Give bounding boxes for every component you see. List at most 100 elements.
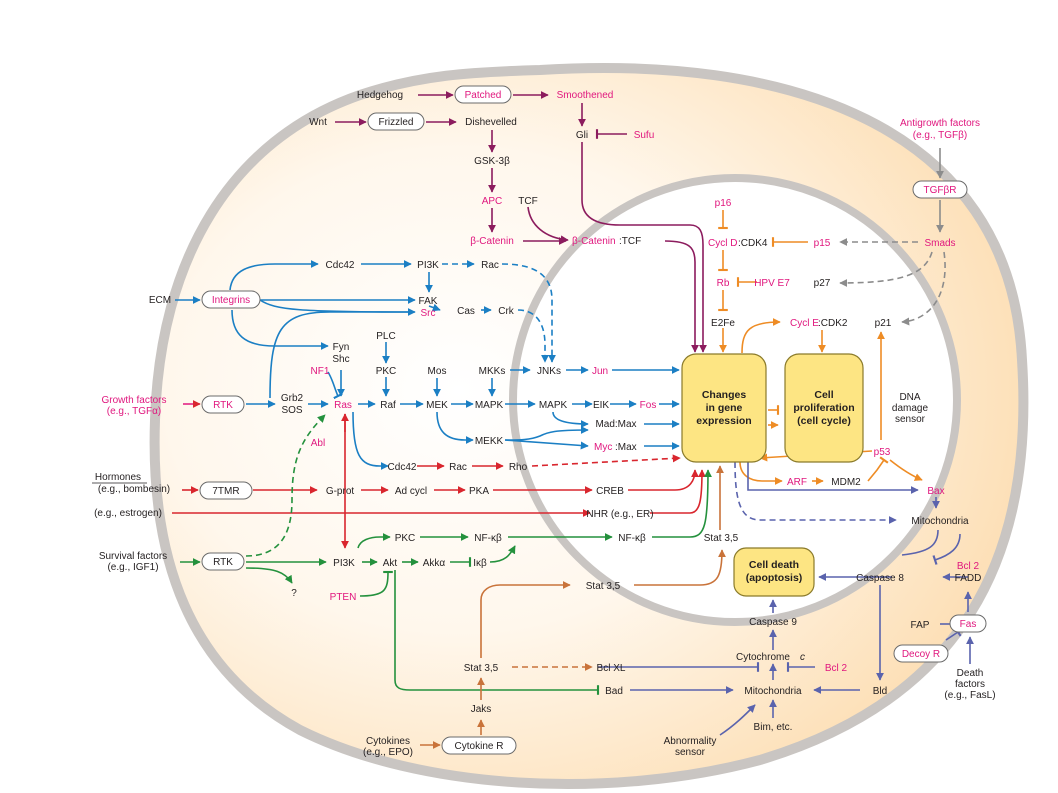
svg-text:G-prot: G-prot <box>326 486 355 497</box>
svg-text:Caspase 9: Caspase 9 <box>749 617 797 628</box>
svg-text:MKKs: MKKs <box>479 366 506 377</box>
svg-text:(cell cycle): (cell cycle) <box>797 415 851 427</box>
svg-text:p27: p27 <box>814 278 831 289</box>
svg-text:Antigrowth factors: Antigrowth factors <box>900 118 980 129</box>
svg-text:Mos: Mos <box>428 366 447 377</box>
rtk2-pill <box>201 552 245 571</box>
svg-text:APC: APC <box>482 196 503 207</box>
svg-text:Cdc42: Cdc42 <box>388 462 417 473</box>
cell-proliferation-box: Cell proliferation (cell cycle) <box>784 353 864 463</box>
svg-text:JNKs: JNKs <box>537 366 561 377</box>
svg-text:NHR (e.g., ER): NHR (e.g., ER) <box>586 509 653 520</box>
svg-text:Akkα: Akkα <box>423 558 446 569</box>
svg-text:Fos: Fos <box>640 400 657 411</box>
svg-text:Wnt: Wnt <box>309 117 327 128</box>
svg-text:7TMR: 7TMR <box>212 486 239 497</box>
svg-text:Bcl 2: Bcl 2 <box>957 561 980 572</box>
svg-text:FAK: FAK <box>419 296 438 307</box>
svg-text:c: c <box>800 652 805 663</box>
svg-text:FADD: FADD <box>955 573 982 584</box>
svg-text:Myc: Myc <box>594 442 612 453</box>
svg-text:(e.g., TGFβ): (e.g., TGFβ) <box>913 130 967 141</box>
svg-text:Rac: Rac <box>481 260 499 271</box>
svg-text:(e.g., FasL): (e.g., FasL) <box>944 690 995 701</box>
svg-text:Survival factors: Survival factors <box>99 551 167 562</box>
svg-text:MEK: MEK <box>426 400 448 411</box>
svg-text:Bax: Bax <box>927 486 944 497</box>
svg-text:Rb: Rb <box>717 278 730 289</box>
svg-text:Hedgehog: Hedgehog <box>357 90 403 101</box>
svg-text:Crk: Crk <box>498 306 515 317</box>
integrins-pill <box>201 290 261 309</box>
svg-text:p21: p21 <box>875 318 892 329</box>
svg-text:sensor: sensor <box>675 747 706 758</box>
svg-text:MAPK: MAPK <box>539 400 568 411</box>
svg-text:Frizzled: Frizzled <box>378 117 413 128</box>
svg-text:Cycl E: Cycl E <box>790 318 819 329</box>
svg-text:Smads: Smads <box>924 238 955 249</box>
svg-text:Bld: Bld <box>873 686 887 697</box>
svg-text:Cell death: Cell death <box>749 559 799 571</box>
svg-text:Stat 3,5: Stat 3,5 <box>464 663 499 674</box>
svg-text:RTK: RTK <box>213 400 233 411</box>
svg-text:Cytochrome: Cytochrome <box>736 652 790 663</box>
svg-text:EIK: EIK <box>593 400 609 411</box>
svg-text:Bim, etc.: Bim, etc. <box>754 722 793 733</box>
svg-text::CDK2: :CDK2 <box>818 318 848 329</box>
svg-text:Akt: Akt <box>383 558 398 569</box>
svg-text:Raf: Raf <box>380 400 396 411</box>
svg-text:Ras: Ras <box>334 400 352 411</box>
svg-text:DNA: DNA <box>899 392 920 403</box>
svg-text:β-Catenin: β-Catenin <box>572 236 616 247</box>
svg-text:?: ? <box>291 588 297 599</box>
tgfbr-pill <box>912 180 968 199</box>
svg-text:ECM: ECM <box>149 295 171 306</box>
svg-text::Max: :Max <box>615 442 637 453</box>
svg-text:Patched: Patched <box>465 90 502 101</box>
svg-text:RTK: RTK <box>213 557 233 568</box>
decoy-pill <box>893 644 949 663</box>
svg-text:Cytokine R: Cytokine R <box>455 741 504 752</box>
svg-text:Caspase 8: Caspase 8 <box>856 573 904 584</box>
svg-text:CREB: CREB <box>596 486 624 497</box>
svg-text:Stat 3,5: Stat 3,5 <box>704 533 739 544</box>
svg-text:Src: Src <box>421 308 436 319</box>
svg-text:Bcl 2: Bcl 2 <box>825 663 848 674</box>
gene-expression-box: Changes in gene expression <box>681 353 767 463</box>
cytokine-r-pill <box>441 736 517 755</box>
svg-text:E2Fe: E2Fe <box>711 318 735 329</box>
svg-text:Abnormality: Abnormality <box>664 736 717 747</box>
svg-text:Jaks: Jaks <box>471 704 492 715</box>
svg-text:damage: damage <box>892 403 929 414</box>
tmr-pill <box>199 481 253 500</box>
svg-text:sensor: sensor <box>895 414 926 425</box>
svg-text:p53: p53 <box>874 447 891 458</box>
svg-text:ARF: ARF <box>787 477 807 488</box>
svg-text:Cycl D: Cycl D <box>708 238 737 249</box>
svg-text:(e.g., EPO): (e.g., EPO) <box>363 747 413 758</box>
svg-text:Mad:Max: Mad:Max <box>595 419 636 430</box>
svg-text:Cas: Cas <box>457 306 475 317</box>
pathway-arrows <box>172 91 974 749</box>
svg-text:Smoothened: Smoothened <box>557 90 614 101</box>
svg-text:Grb2: Grb2 <box>281 393 304 404</box>
svg-text:expression: expression <box>696 415 751 427</box>
svg-text:FAP: FAP <box>911 620 930 631</box>
svg-text:(e.g., TGFα): (e.g., TGFα) <box>107 406 162 417</box>
svg-text:SOS: SOS <box>281 405 302 416</box>
svg-text:MDM2: MDM2 <box>831 477 861 488</box>
svg-text:β-Catenin: β-Catenin <box>470 236 514 247</box>
svg-text:PKC: PKC <box>376 366 397 377</box>
svg-text:PKC: PKC <box>395 533 416 544</box>
svg-text::CDK4: :CDK4 <box>738 238 768 249</box>
svg-text:Rho: Rho <box>509 462 528 473</box>
svg-text:Fas: Fas <box>960 619 977 630</box>
svg-text:proliferation: proliferation <box>793 402 854 414</box>
svg-text:Cell: Cell <box>814 389 833 401</box>
svg-text:Abl: Abl <box>311 438 325 449</box>
cell-death-box: Cell death (apoptosis) <box>733 547 815 597</box>
svg-text:factors: factors <box>955 679 985 690</box>
frizzled-pill <box>367 112 425 131</box>
svg-text:PI3K: PI3K <box>333 558 355 569</box>
